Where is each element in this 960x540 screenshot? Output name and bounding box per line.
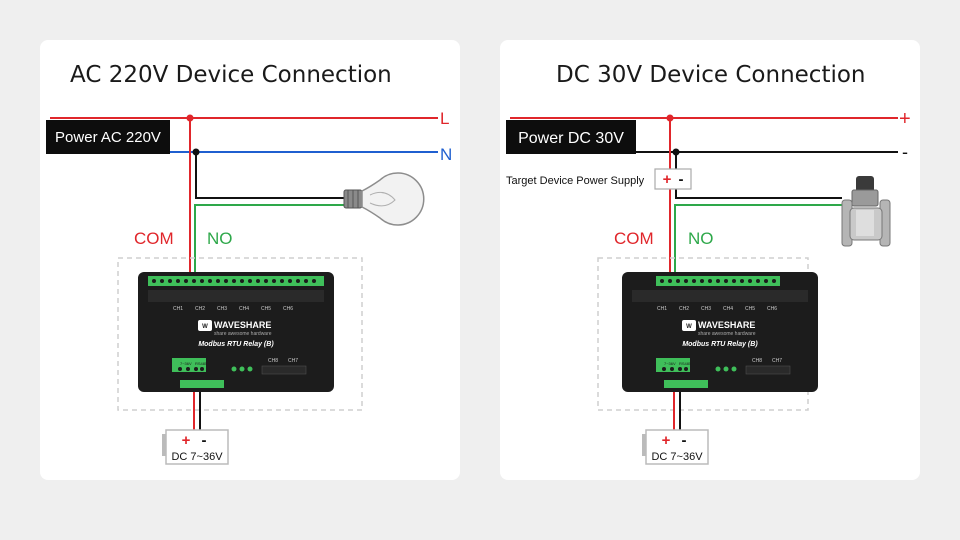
dc-target-plus: + [663, 171, 672, 188]
ac-supply-label: DC 7~36V [171, 451, 223, 463]
ac-power-port-label: 7~36V [180, 361, 192, 366]
dc-wiring-diagram: DC 30V Device Connection + - Power DC 30… [506, 62, 911, 465]
ac-neutral-junction [192, 148, 200, 156]
ac-ch5-label: CH5 [261, 306, 271, 312]
ac-power-label: Power AC 220V [55, 129, 161, 146]
dc-brand-label: WAVESHARE [698, 320, 755, 330]
ac-bottom-terminal-block [180, 380, 224, 388]
dc-tagline-label: share awesome hardware [698, 331, 756, 337]
ac-power-label-box [46, 120, 170, 154]
solenoid-valve-icon [841, 176, 891, 247]
ac-tagline-label: share awesome hardware [214, 331, 272, 337]
dc-model-label: Modbus RTU Relay (B) [682, 341, 758, 348]
ac-relay-module: CH1 CH2 CH3 CH4 CH5 CH6 W WAVESHARE shar… [138, 272, 334, 392]
ac-no-label: NO [207, 229, 233, 248]
ac-supply-plus: + [182, 432, 191, 449]
ac-brand-label: WAVESHARE [214, 320, 271, 330]
ac-ch8-label: CH8 [268, 358, 278, 364]
dc-no-wire [674, 204, 842, 276]
dc-ch7-label: CH7 [772, 358, 782, 364]
ac-com-label: COM [134, 229, 174, 248]
dc-power-port-label: 7~36V [664, 361, 676, 366]
ac-ch7-label: CH7 [288, 358, 298, 364]
dc-minus-label: - [902, 142, 908, 162]
dc-supply-minus: - [682, 432, 687, 449]
dc-bottom-terminal-block [664, 380, 708, 388]
dc-ch2-label: CH2 [679, 306, 689, 312]
dc-negative-to-load-wire [675, 152, 842, 199]
dc-connection-panel: DC 30V Device Connection + - Power DC 30… [500, 40, 920, 480]
light-bulb-icon [343, 172, 425, 226]
ac-connection-panel: AC 220V Device Connection L N Power AC 2… [40, 40, 460, 480]
ac-ch3-label: CH3 [217, 306, 227, 312]
dc-positive-junction [666, 114, 674, 122]
dc-com-label: COM [614, 229, 654, 248]
dc-ch3-label: CH3 [701, 306, 711, 312]
dc-relay-module: CH1 CH2 CH3 CH4 CH5 CH6 W WAVESHARE shar… [622, 272, 818, 392]
ac-model-label: Modbus RTU Relay (B) [198, 341, 274, 348]
dc-ch1-label: CH1 [657, 306, 667, 312]
ac-line-label: L [440, 109, 449, 128]
ac-ch6-label: CH6 [283, 306, 293, 312]
ac-rs485-port-label: RS485 [195, 361, 208, 366]
dc-negative-junction [672, 148, 680, 156]
ac-neutral-label: N [440, 145, 452, 164]
dc-plus-label: + [899, 108, 911, 130]
dc-target-supply-label: Target Device Power Supply [506, 175, 645, 187]
ac-dc-supply-box: + - DC 7~36V [162, 429, 229, 465]
svg-text:W: W [202, 324, 208, 330]
ac-ch1-label: CH1 [173, 306, 183, 312]
dc-dc-supply-box: + - DC 7~36V [642, 429, 709, 465]
ac-panel-title: AC 220V Device Connection [70, 62, 392, 88]
ac-ch4-label: CH4 [239, 306, 249, 312]
ac-wiring-diagram: AC 220V Device Connection L N Power AC 2… [46, 62, 452, 465]
ac-neutral-to-load-wire [195, 152, 346, 199]
dc-no-label: NO [688, 229, 714, 248]
ac-device-frame [117, 257, 363, 411]
dc-ch5-label: CH5 [745, 306, 755, 312]
waveshare-logo: W WAVESHARE share awesome hardware [682, 320, 756, 337]
dc-panel-title: DC 30V Device Connection [556, 62, 866, 88]
dc-supply-label: DC 7~36V [651, 451, 703, 463]
dc-device-frame [597, 257, 809, 411]
dc-target-supply-box [654, 168, 692, 190]
dc-ch4-label: CH4 [723, 306, 733, 312]
dc-target-minus: - [679, 171, 684, 188]
waveshare-logo: W WAVESHARE share awesome hardware [198, 320, 272, 337]
ac-line-junction [186, 114, 194, 122]
dc-ch8-label: CH8 [752, 358, 762, 364]
dc-supply-plus: + [662, 432, 671, 449]
ac-no-wire [194, 204, 358, 276]
ac-ch2-label: CH2 [195, 306, 205, 312]
dc-ch6-label: CH6 [767, 306, 777, 312]
dc-power-label-box [506, 120, 636, 154]
ac-supply-minus: - [202, 432, 207, 449]
svg-text:W: W [686, 324, 692, 330]
dc-rs485-port-label: RS485 [679, 361, 692, 366]
dc-power-label: Power DC 30V [518, 130, 624, 147]
